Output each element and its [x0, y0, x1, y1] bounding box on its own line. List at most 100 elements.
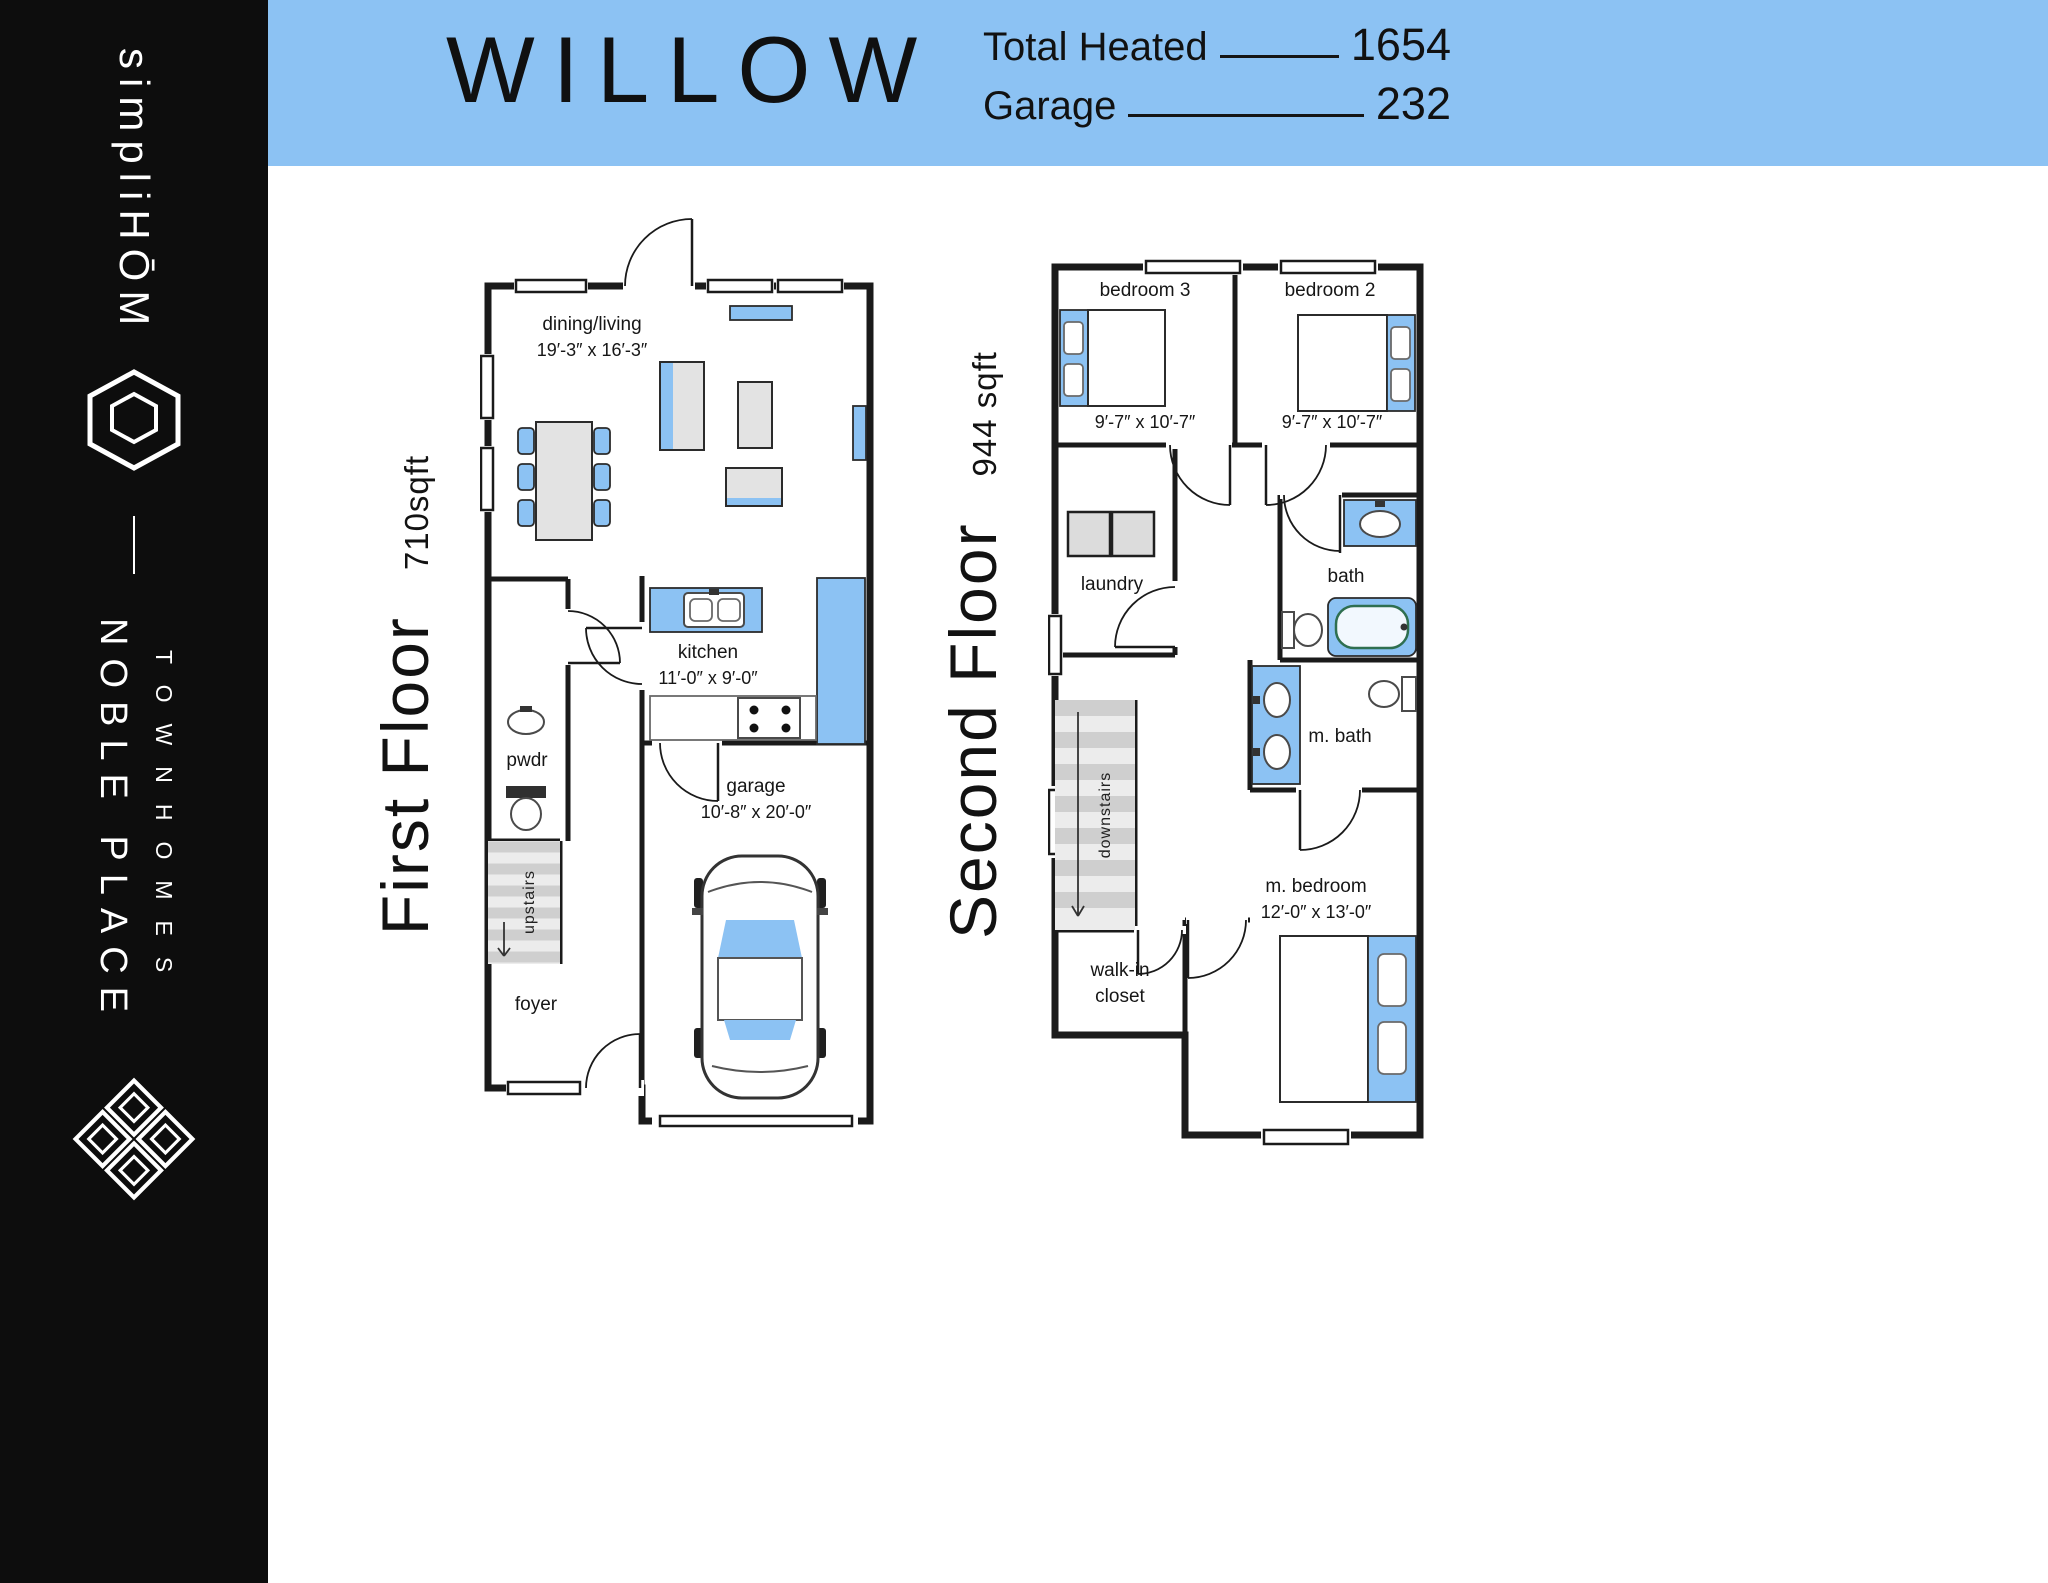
- window-icon: [1048, 614, 1063, 676]
- community-type: TOWNHOMES: [151, 650, 177, 994]
- sidebar-divider: [133, 516, 135, 575]
- exterior-walls: [1051, 263, 1424, 1139]
- bedroom2-door-swing-icon: [1264, 444, 1327, 506]
- staircase-up: upstairs: [488, 841, 560, 964]
- walk-in-closet-door-swing-icon: [1136, 929, 1183, 975]
- room-dims-kitchen: 11′-0″ x 9′-0″: [658, 668, 758, 688]
- accent-chair-icon: [725, 467, 783, 507]
- bath-vanity-sink-icon: [1343, 499, 1417, 547]
- room-label-m-bath: m. bath: [1308, 726, 1371, 747]
- first-floor-title: First Floor: [368, 616, 442, 936]
- master-bedroom-door-swing-icon: [1186, 919, 1247, 979]
- kitchen-island-sink-icon: [649, 587, 763, 633]
- stat-label-garage: Garage: [983, 84, 1117, 128]
- window-icon: [480, 446, 495, 512]
- room-label-foyer: foyer: [515, 994, 558, 1015]
- floor-plan-canvas: First Floor 710sqft: [268, 166, 2048, 1583]
- media-console-icon: [729, 305, 793, 321]
- washer-dryer-icon: [1066, 510, 1156, 558]
- bed-icon-bedroom3: [1059, 309, 1166, 407]
- stat-leader-line: [1128, 114, 1364, 117]
- bath-toilet-icon: [1281, 611, 1323, 649]
- window-icon: [1144, 259, 1242, 275]
- second-floor-room-labels: bedroom 3 9′-7″ x 10′-7″ bedroom 2 9′-7″…: [1081, 280, 1383, 1007]
- window-icon: [1262, 1128, 1350, 1146]
- master-bath-door-swing-icon: [1298, 789, 1361, 851]
- sofa-icon: [659, 361, 705, 451]
- stat-value-garage: 232: [1375, 78, 1451, 129]
- room-label-bath: bath: [1328, 566, 1365, 587]
- room-dims-garage: 10′-8″ x 20′-0″: [701, 802, 812, 822]
- room-label-bedroom2: bedroom 2: [1285, 280, 1376, 301]
- room-dims-bedroom3: 9′-7″ x 10′-7″: [1095, 412, 1196, 432]
- community-name: NOBLE PLACE: [92, 618, 134, 1026]
- room-label-garage: garage: [726, 776, 785, 797]
- header-band: WILLOW Total Heated 1654 Garage 232: [268, 0, 2048, 166]
- powder-toilet-icon: [506, 786, 546, 831]
- bedroom3-door-swing-icon: [1169, 444, 1232, 506]
- stat-row-total-heated: Total Heated 1654: [983, 22, 1451, 67]
- dining-table-icon: [517, 421, 611, 541]
- stove-icon: [737, 697, 801, 739]
- master-vanity-double-sink-icon: [1251, 665, 1301, 785]
- coffee-table-icon: [737, 381, 773, 449]
- room-label-kitchen: kitchen: [678, 642, 738, 663]
- kitchen-door-swing-icon: [585, 626, 643, 685]
- room-dims-m-bedroom: 12′-0″ x 13′-0″: [1261, 902, 1372, 922]
- console-table-icon: [852, 405, 867, 461]
- master-toilet-icon: [1368, 676, 1417, 712]
- room-label-downstairs: downstairs: [1097, 772, 1114, 858]
- community-wordmark: NOBLE PLACE TOWNHOMES: [91, 618, 177, 1025]
- window-icon: [506, 1080, 582, 1096]
- powder-door-swing-icon: [567, 610, 621, 665]
- room-label-walk-in-line1: walk-in: [1089, 960, 1149, 981]
- bathtub-icon: [1327, 597, 1417, 657]
- room-label-dining-living: dining/living: [542, 314, 641, 335]
- first-floor-label: First Floor 710sqft: [367, 355, 487, 1035]
- staircase-down: downstairs: [1055, 700, 1135, 930]
- entry-door-swing-icon: [624, 218, 694, 287]
- second-floor-area: 944 sqft: [966, 351, 1003, 477]
- room-dims-bedroom2: 9′-7″ x 10′-7″: [1282, 412, 1383, 432]
- room-label-laundry: laundry: [1081, 574, 1144, 595]
- stat-row-garage: Garage 232: [983, 81, 1451, 126]
- laundry-door-swing-icon: [1114, 586, 1176, 649]
- plan-name-title: WILLOW: [446, 17, 936, 122]
- first-floor-area: 710sqft: [398, 454, 435, 571]
- bath-door-swing-icon: [1283, 494, 1342, 553]
- stat-label-total-heated: Total Heated: [983, 25, 1208, 69]
- kitchen-counter-icon: [816, 577, 866, 745]
- second-floor-label: Second Floor 944 sqft: [935, 235, 1065, 1055]
- powder-sink-icon: [507, 706, 545, 735]
- window-icon: [776, 278, 844, 294]
- room-label-bedroom3: bedroom 3: [1100, 280, 1191, 301]
- sidebar-brand-panel: simpliHŌM NOBLE PLACE TOWNHOMES: [0, 0, 268, 1583]
- bed-icon-master: [1279, 935, 1417, 1103]
- windows: [480, 278, 854, 1128]
- second-floor-plan: downstairs bedroom 3 9′-7″ x 10′-7″ bedr…: [1048, 259, 1424, 1146]
- stat-leader-line: [1219, 55, 1339, 58]
- window-icon: [1279, 259, 1377, 275]
- second-floor-title: Second Floor: [936, 522, 1010, 939]
- stairs-up-arrow-icon: [497, 922, 511, 957]
- room-label-upstairs: upstairs: [521, 870, 538, 934]
- room-label-m-bedroom: m. bedroom: [1265, 876, 1366, 897]
- first-floor-plan: upstairs dining/living 19′-3″ x 16′-3″ k…: [480, 218, 874, 1129]
- front-door-swing-icon: [585, 1033, 642, 1089]
- room-label-pwdr: pwdr: [506, 750, 548, 771]
- garage-entry-door-swing-icon: [659, 742, 720, 802]
- window-icon: [706, 278, 774, 294]
- room-label-walk-in-line2: closet: [1095, 986, 1145, 1007]
- first-floor-room-labels: dining/living 19′-3″ x 16′-3″ kitchen 11…: [506, 314, 811, 1015]
- stat-value-total-heated: 1654: [1350, 19, 1451, 70]
- simplihom-hexagon-logo-icon: [87, 369, 181, 472]
- exterior-walls: [484, 282, 874, 1125]
- car-icon: [692, 854, 828, 1100]
- garage-door-icon: [658, 1114, 854, 1128]
- bed-icon-bedroom2: [1297, 314, 1416, 412]
- room-dims-dining-living: 19′-3″ x 16′-3″: [537, 340, 648, 360]
- window-icon: [480, 354, 495, 420]
- stairs-down-arrow-icon: [1071, 712, 1085, 917]
- brand-wordmark: simpliHŌM: [111, 48, 158, 335]
- window-icon: [514, 278, 588, 294]
